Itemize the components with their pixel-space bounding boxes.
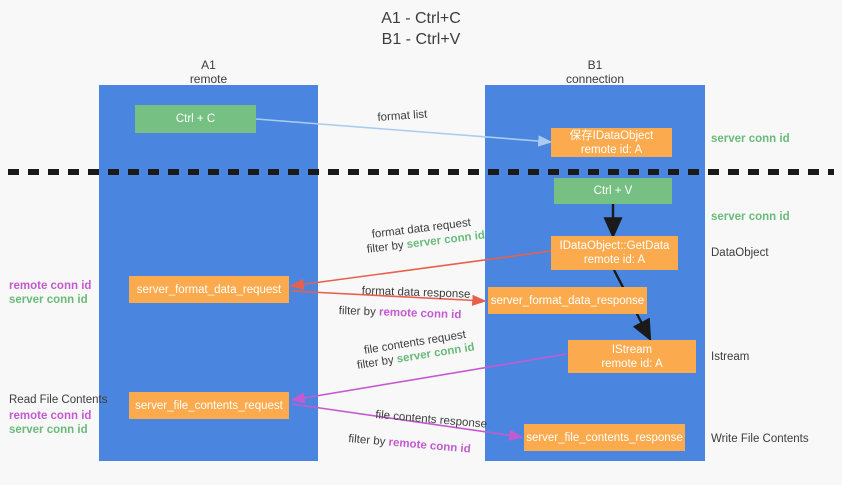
edge-label-file-contents-response-filter: filter by remote conn id	[348, 432, 472, 458]
column-header-a1: A1 remote	[99, 58, 318, 86]
right-label-server-conn-id-mid: server conn id	[711, 211, 790, 223]
node-save-idataobject-line2: remote id: A	[580, 143, 643, 156]
right-label-server-conn-id-top: server conn id	[711, 133, 790, 145]
right-label-istream: Istream	[711, 351, 750, 363]
column-b1-sub: connection	[565, 72, 625, 86]
node-server-format-data-response-label: server_format_data_response	[490, 294, 645, 307]
edge-label-file-contents-response: file contents response	[374, 408, 488, 431]
node-ctrl-v[interactable]: Ctrl + V	[554, 178, 672, 204]
filter-prefix: filter by	[356, 353, 398, 372]
node-server-format-data-request[interactable]: server_format_data_request	[129, 276, 289, 303]
filter-key-remote-conn-id: remote conn id	[378, 306, 462, 322]
edge-label-format-data-response: format data response	[361, 284, 471, 301]
page-title: A1 - Ctrl+C B1 - Ctrl+V	[0, 8, 842, 50]
node-ctrl-v-label: Ctrl + V	[593, 185, 633, 197]
column-b1-name: B1	[587, 58, 603, 72]
node-idataobject-getdata[interactable]: IDataObject::GetData remote id: A	[551, 236, 678, 270]
column-a1-sub: remote	[189, 72, 228, 86]
node-server-file-contents-response-label: server_file_contents_response	[526, 431, 683, 444]
filter-key-remote-conn-id: remote conn id	[387, 436, 472, 456]
left-label-server-conn-id-2: server conn id	[9, 424, 88, 436]
filter-prefix: filter by	[366, 239, 408, 256]
left-label-server-conn-id-1: server conn id	[9, 294, 88, 306]
column-header-b1: B1 connection	[485, 58, 705, 86]
column-a1-name: A1	[201, 58, 216, 72]
node-istream[interactable]: IStream remote id: A	[568, 340, 696, 373]
filter-prefix: filter by	[347, 432, 390, 449]
node-server-file-contents-request[interactable]: server_file_contents_request	[129, 392, 289, 419]
left-label-read-file-contents: Read File Contents	[9, 394, 108, 406]
left-label-remote-conn-id-2: remote conn id	[9, 410, 92, 422]
node-server-file-contents-response[interactable]: server_file_contents_response	[524, 424, 685, 451]
left-label-remote-conn-id-1: remote conn id	[9, 280, 92, 292]
node-server-format-data-response[interactable]: server_format_data_response	[488, 287, 647, 314]
title-line-2: B1 - Ctrl+V	[381, 31, 461, 48]
node-server-format-data-request-label: server_format_data_request	[136, 283, 282, 296]
node-save-idataobject[interactable]: 保存IDataObject remote id: A	[551, 128, 672, 157]
filter-prefix: filter by	[338, 304, 380, 319]
node-ctrl-c-label: Ctrl + C	[175, 113, 216, 125]
edge-label-format-list: format list	[377, 108, 428, 124]
node-save-idataobject-line1: 保存IDataObject	[569, 129, 654, 142]
node-server-file-contents-request-label: server_file_contents_request	[135, 399, 283, 412]
node-idataobject-getdata-line1: IDataObject::GetData	[559, 240, 670, 252]
right-label-write-file-contents: Write File Contents	[711, 433, 809, 445]
edge-label-format-data-response-filter: filter by remote conn id	[338, 304, 462, 323]
node-ctrl-c[interactable]: Ctrl + C	[135, 105, 256, 133]
right-label-dataobject: DataObject	[711, 247, 769, 259]
node-istream-line2: remote id: A	[601, 357, 663, 370]
title-line-1: A1 - Ctrl+C	[381, 10, 461, 27]
node-istream-line1: IStream	[611, 343, 653, 356]
node-idataobject-getdata-line2: remote id: A	[583, 254, 646, 266]
